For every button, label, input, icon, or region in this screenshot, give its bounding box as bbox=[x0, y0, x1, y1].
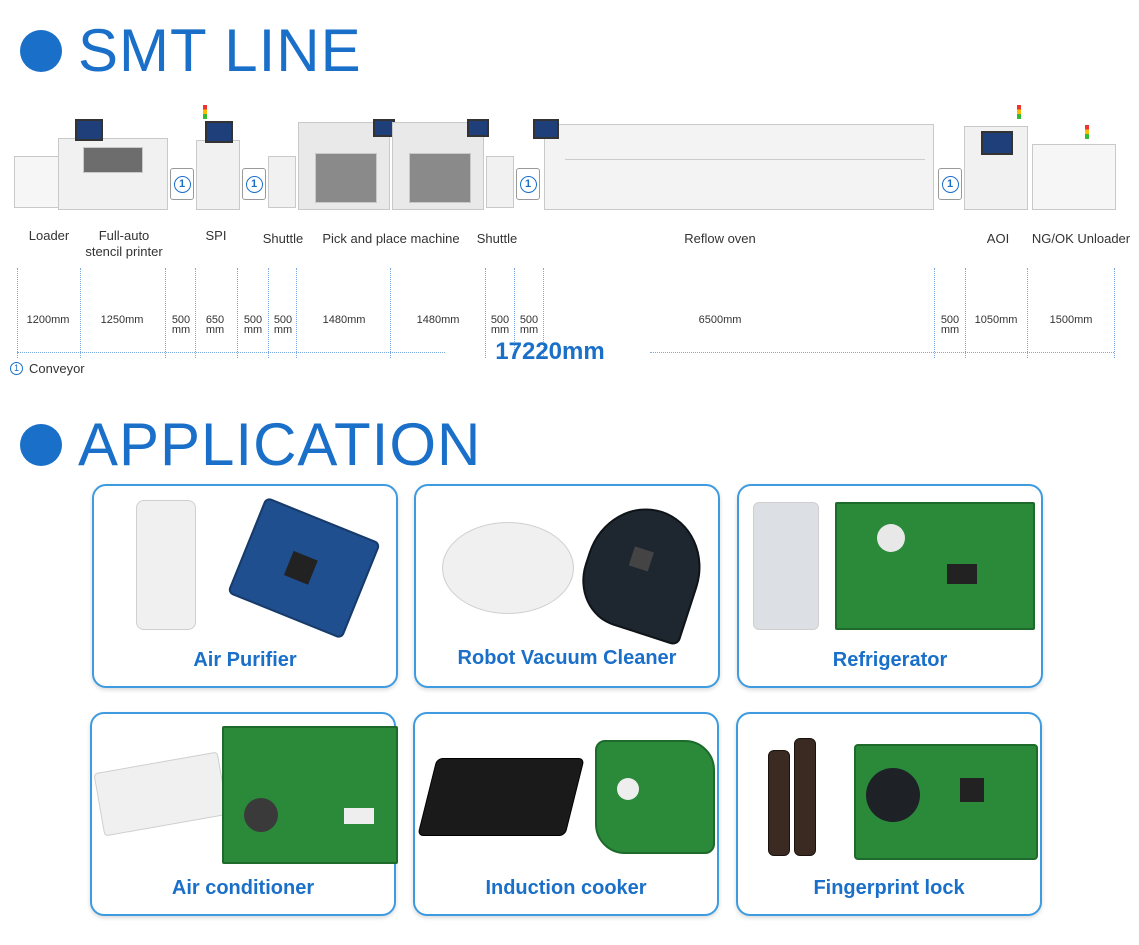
application-card-air-purifier: Air Purifier bbox=[92, 484, 398, 688]
total-length-line-left bbox=[17, 352, 445, 353]
dimension-value: 6500mm bbox=[698, 314, 742, 326]
fingerprint-lock-image-1 bbox=[768, 750, 790, 856]
total-length: 17220mm bbox=[495, 338, 605, 365]
dimension-separator bbox=[543, 268, 544, 358]
dimension-separator bbox=[390, 268, 391, 358]
total-length-line-right bbox=[650, 352, 1114, 353]
robot-vacuum-image bbox=[442, 522, 574, 614]
dimension-separator bbox=[17, 268, 18, 358]
dimension-value: 500 mm bbox=[940, 314, 960, 336]
loader-machine-image bbox=[14, 156, 60, 208]
smt-line-title: SMT LINE bbox=[78, 17, 362, 84]
dimension-value: 1050mm bbox=[974, 314, 1018, 326]
aoi-label: AOI bbox=[986, 231, 1010, 246]
dimension-value: 500 mm bbox=[243, 314, 263, 336]
conveyor-symbol-icon: 1 bbox=[10, 362, 23, 375]
unloader-label: NG/OK Unloader bbox=[1031, 231, 1131, 246]
dimension-separator bbox=[1027, 268, 1028, 358]
air-purifier-image bbox=[136, 500, 196, 630]
pick-place-machine-image-1 bbox=[298, 119, 395, 210]
dimension-separator bbox=[934, 268, 935, 358]
application-title: APPLICATION bbox=[78, 411, 482, 478]
application-label: Robot Vacuum Cleaner bbox=[457, 647, 677, 669]
dimension-separator bbox=[268, 268, 269, 358]
application-label: Air Purifier bbox=[193, 649, 297, 671]
dimension-value: 1200mm bbox=[26, 314, 70, 326]
smt-line-illustration: 1 1 1 1 bbox=[0, 100, 1139, 220]
dimension-value: 1250mm bbox=[100, 314, 144, 326]
dimension-separator bbox=[296, 268, 297, 358]
dimension-value: 1480mm bbox=[416, 314, 460, 326]
shuttle-label-1: Shuttle bbox=[262, 231, 304, 246]
application-label: Induction cooker bbox=[485, 877, 647, 899]
refrigerator-image bbox=[753, 502, 819, 630]
pick-place-label: Pick and place machine bbox=[322, 231, 460, 246]
air-conditioner-image bbox=[93, 751, 229, 837]
bullet-dot-icon bbox=[20, 423, 62, 466]
pcb-image bbox=[835, 502, 1035, 630]
spi-label: SPI bbox=[205, 228, 227, 243]
unloader-machine-image bbox=[1032, 125, 1116, 210]
conveyor-icon: 1 bbox=[170, 168, 194, 200]
dimension-separator bbox=[237, 268, 238, 358]
dimension-separator bbox=[485, 268, 486, 358]
application-card-air-conditioner: Air conditioner bbox=[90, 712, 398, 916]
pcb-image bbox=[595, 740, 715, 854]
fingerprint-lock-image-2 bbox=[794, 738, 816, 856]
dimension-value: 1500mm bbox=[1049, 314, 1093, 326]
dimension-value: 500 mm bbox=[490, 314, 510, 336]
aoi-machine-image bbox=[964, 105, 1028, 210]
dimension-separator bbox=[80, 268, 81, 358]
application-card-induction-cooker: Induction cooker bbox=[413, 712, 719, 916]
application-card-fingerprint-lock: Fingerprint lock bbox=[736, 712, 1042, 916]
application-label: Air conditioner bbox=[171, 877, 315, 899]
pick-place-machine-image-2 bbox=[392, 119, 489, 210]
dimension-value: 1480mm bbox=[322, 314, 366, 326]
dimension-value: 500 mm bbox=[519, 314, 539, 336]
dimension-separator bbox=[514, 268, 515, 358]
reflow-oven-image bbox=[533, 119, 934, 210]
reflow-oven-label: Reflow oven bbox=[684, 231, 756, 246]
conveyor-icon: 1 bbox=[242, 168, 266, 200]
application-card-robot-vacuum: Robot Vacuum Cleaner bbox=[414, 484, 720, 688]
pcb-image bbox=[222, 726, 398, 864]
dimension-value: 500 mm bbox=[273, 314, 293, 336]
smt-line-heading: SMT LINE bbox=[20, 16, 362, 85]
pcb-image bbox=[569, 493, 717, 647]
bullet-dot-icon bbox=[20, 29, 62, 72]
application-heading: APPLICATION bbox=[20, 410, 481, 479]
application-label: Fingerprint lock bbox=[813, 877, 965, 899]
printer-label-line2: stencil printer bbox=[85, 244, 163, 259]
printer-label: Full-auto stencil printer bbox=[78, 228, 170, 260]
dimension-separator bbox=[165, 268, 166, 358]
loader-label: Loader bbox=[28, 228, 70, 243]
conveyor-legend-label: Conveyor bbox=[29, 361, 85, 376]
pcb-image bbox=[854, 744, 1038, 860]
shuttle-machine-image bbox=[486, 156, 514, 208]
shuttle-machine-image bbox=[268, 156, 296, 208]
dimension-value: 500 mm bbox=[171, 314, 191, 336]
spi-machine-image bbox=[196, 105, 240, 210]
pcb-image bbox=[227, 496, 381, 640]
dimension-separator bbox=[1114, 268, 1115, 358]
printer-label-line1: Full-auto bbox=[98, 228, 150, 243]
application-label: Refrigerator bbox=[832, 649, 948, 671]
conveyor-legend: 1 Conveyor bbox=[10, 361, 85, 376]
stencil-printer-image bbox=[58, 119, 168, 210]
conveyor-icon: 1 bbox=[516, 168, 540, 200]
dimension-separator bbox=[195, 268, 196, 358]
induction-cooker-image bbox=[417, 758, 585, 836]
shuttle-label-2: Shuttle bbox=[476, 231, 518, 246]
dimension-separator bbox=[965, 268, 966, 358]
application-card-refrigerator: Refrigerator bbox=[737, 484, 1043, 688]
conveyor-icon: 1 bbox=[938, 168, 962, 200]
dimension-value: 650 mm bbox=[205, 314, 225, 336]
